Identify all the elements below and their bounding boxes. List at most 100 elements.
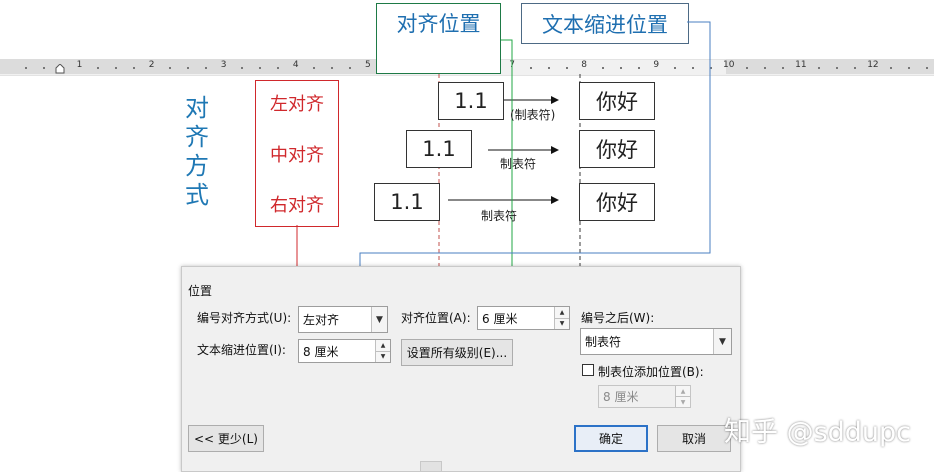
ruler-tick — [673, 67, 676, 69]
ok-button[interactable]: 确定 — [574, 425, 648, 452]
ruler-number: 11 — [795, 60, 807, 70]
list-position-dialog: 位置 编号对齐方式(U): 左对齐 ▼ 对齐位置(A): 6 厘米 ▲▼ 编号之… — [181, 266, 741, 472]
tab-stop-value: 8 厘米 — [603, 390, 639, 404]
less-options-button[interactable]: << 更少(L) — [188, 425, 264, 452]
spin-up-icon[interactable]: ▲ — [376, 340, 390, 352]
example-text-box: 你好 — [579, 130, 655, 168]
follow-number-value: 制表符 — [585, 335, 622, 349]
ruler-number: 2 — [148, 60, 155, 70]
ruler-tick — [349, 67, 352, 69]
example-number-box: 1.1 — [438, 82, 504, 120]
ruler-tick — [169, 67, 172, 69]
ruler-tick — [709, 67, 712, 69]
ruler-tick — [746, 67, 749, 69]
ruler-tick — [565, 67, 568, 69]
ruler-tick — [133, 67, 136, 69]
ruler-number: 8 — [581, 60, 588, 70]
spin-down-icon[interactable]: ▼ — [376, 351, 390, 362]
ruler-tick — [331, 67, 334, 69]
example-text: 你好 — [596, 90, 638, 114]
ruler-number: 9 — [653, 60, 660, 70]
example-text-box: 你好 — [579, 82, 655, 120]
ruler-tick — [25, 67, 28, 69]
ruler-tick — [277, 67, 280, 69]
alignment-mode-title-text: 对齐方式 — [185, 94, 209, 209]
ruler-tick — [547, 67, 550, 69]
ruler-tick — [241, 67, 244, 69]
number-alignment-value: 左对齐 — [303, 313, 340, 327]
example-tab-label: 制表符 — [500, 157, 537, 171]
ruler-number: 1 — [76, 60, 83, 70]
example-text-box: 你好 — [579, 183, 655, 221]
ruler-indent-marker-icon[interactable] — [55, 64, 65, 74]
example-text: 你好 — [596, 191, 638, 215]
example-number: 1.1 — [390, 190, 424, 214]
ruler-number: 4 — [292, 60, 299, 70]
text-indent-value: 8 厘米 — [303, 344, 339, 359]
ruler-tick — [529, 67, 532, 69]
set-all-levels-button[interactable]: 设置所有级别(E)... — [401, 339, 513, 366]
ruler-tick — [205, 67, 208, 69]
ruler-tick — [619, 67, 622, 69]
spin-up-icon[interactable]: ▲ — [555, 307, 569, 319]
chevron-down-icon[interactable]: ▼ — [713, 329, 731, 354]
ruler-tick — [601, 67, 604, 69]
ruler-tick — [313, 67, 316, 69]
ruler-right-margin — [726, 59, 934, 74]
ruler-tick — [97, 67, 100, 69]
scrollbar-thumb[interactable] — [420, 461, 442, 472]
ruler-tick — [890, 67, 893, 69]
ruler-tick — [764, 67, 767, 69]
example-number: 1.1 — [454, 89, 488, 113]
example-text: 你好 — [596, 138, 638, 162]
text-indent-stepper[interactable]: 8 厘米 ▲▼ — [298, 339, 391, 363]
tab-stop-stepper[interactable]: 8 厘米 ▲▼ — [598, 385, 691, 408]
ruler-tick — [926, 67, 929, 69]
alignment-mode-title: 对齐方式 — [183, 94, 211, 210]
follow-number-dropdown[interactable]: 制表符 ▼ — [580, 328, 732, 355]
text-indent-label: 文本缩进位置(I): — [197, 343, 286, 357]
tab-stop-spinner[interactable]: ▲▼ — [675, 386, 690, 407]
ruler-tick — [691, 67, 694, 69]
example-number-box: 1.1 — [374, 183, 440, 221]
cancel-button[interactable]: 取消 — [657, 425, 731, 452]
chevron-down-icon[interactable]: ▼ — [371, 307, 387, 332]
spin-up-icon[interactable]: ▲ — [676, 386, 690, 397]
text-indent-callout-text: 文本缩进位置 — [542, 12, 668, 37]
ruler-tick — [637, 67, 640, 69]
number-alignment-label: 编号对齐方式(U): — [197, 311, 292, 325]
position-group-title: 位置 — [188, 284, 213, 298]
mode-right-align: 右对齐 — [270, 195, 324, 216]
align-position-callout: 对齐位置 — [376, 3, 501, 74]
ruler-tick — [187, 67, 190, 69]
follow-number-label: 编号之后(W): — [581, 311, 655, 325]
mode-left-align: 左对齐 — [270, 94, 324, 115]
example-tab-label: (制表符) — [510, 108, 556, 122]
mode-center-align: 中对齐 — [270, 145, 324, 166]
align-position-value: 6 厘米 — [482, 311, 518, 326]
add-tab-stop-label: 制表位添加位置(B): — [598, 365, 704, 379]
spin-down-icon[interactable]: ▼ — [676, 397, 690, 407]
ruler-tick — [818, 67, 821, 69]
ruler-left-margin — [0, 59, 376, 74]
example-number: 1.1 — [422, 137, 456, 161]
align-position-stepper[interactable]: 6 厘米 ▲▼ — [477, 306, 570, 330]
ruler-tick — [259, 67, 262, 69]
ruler-number: 12 — [867, 60, 879, 70]
ruler-tick — [43, 67, 46, 69]
alignment-modes-box: 左对齐 中对齐 右对齐 — [255, 80, 339, 227]
example-tab-label: 制表符 — [481, 209, 518, 223]
align-position-spinner[interactable]: ▲▼ — [554, 307, 569, 329]
text-indent-position-callout: 文本缩进位置 — [521, 3, 689, 44]
ruler-number: 5 — [365, 60, 371, 70]
ruler-number: 10 — [723, 60, 735, 70]
number-alignment-dropdown[interactable]: 左对齐 ▼ — [298, 306, 388, 333]
ruler-tick — [115, 67, 118, 69]
watermark: 知乎 @sddupc — [724, 417, 912, 448]
align-position-label: 对齐位置(A): — [401, 311, 471, 325]
spin-down-icon[interactable]: ▼ — [555, 318, 569, 329]
ruler-tick — [854, 67, 857, 69]
example-number-box: 1.1 — [406, 130, 472, 168]
text-indent-spinner[interactable]: ▲▼ — [375, 340, 390, 362]
add-tab-stop-checkbox[interactable] — [582, 364, 594, 376]
